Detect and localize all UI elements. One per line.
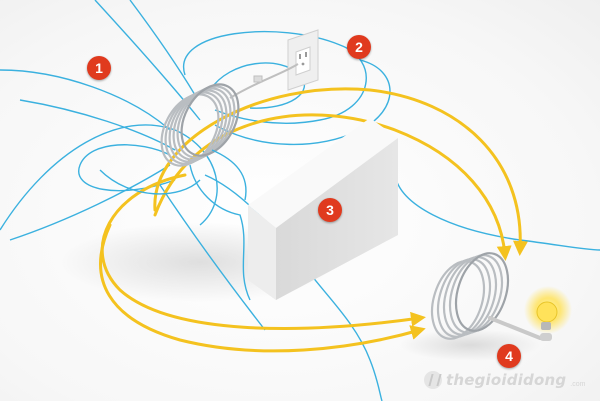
bulb-stem [488,316,542,340]
marker-3: 3 [318,198,342,222]
field-line [182,30,367,124]
wall-outlet-icon [287,29,319,91]
field-lines-front [99,149,247,201]
marker-1: 1 [87,56,111,80]
field-line [94,0,201,121]
marker-2: 2 [347,35,371,59]
energy-arrow [153,87,528,256]
field-line [394,174,600,251]
brand-watermark: thegioididong .com [424,369,585,391]
field-line [78,144,176,192]
light-bulb-icon [524,286,572,341]
watermark-domain: .com [570,381,586,388]
watermark-brand: thegioididong [446,371,567,389]
marker-4: 4 [497,344,521,368]
field-line [129,0,196,96]
energy-arrow [100,173,426,330]
field-line [159,184,266,331]
transmitter-coil-icon [160,83,240,167]
power-cord [229,63,299,99]
wall-obstacle [248,118,398,300]
energy-arrow [99,223,426,353]
brand-logo-icon [424,371,442,389]
field-line [189,164,251,301]
field-line [211,149,247,201]
field-line [99,169,201,195]
field-line [0,69,171,131]
plug [253,75,263,83]
receiver-coil-icon [430,252,510,340]
field-line [9,164,171,241]
